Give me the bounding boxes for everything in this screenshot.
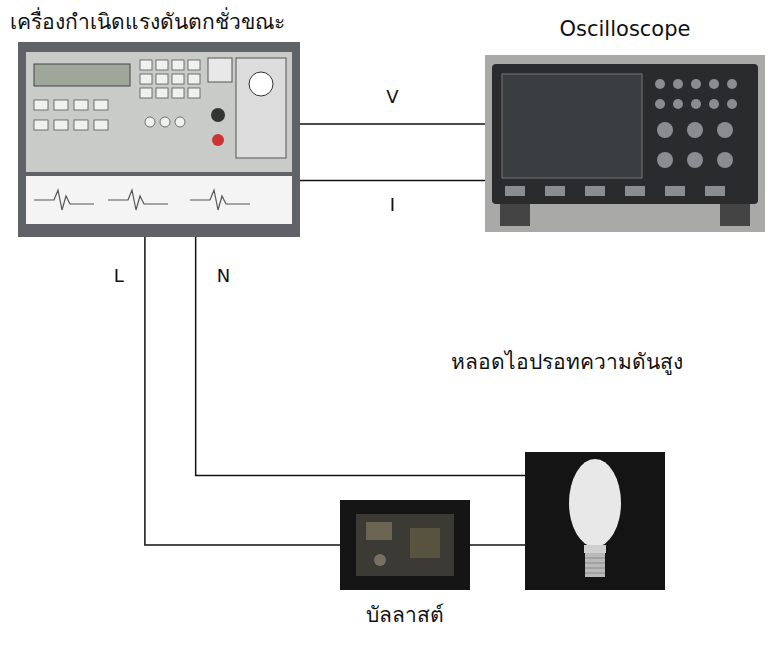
wire — [300, 180, 485, 181]
node-label: หลอดไอปรอทความดันสูง — [451, 349, 683, 376]
ballast-picture — [340, 500, 470, 590]
wire-label: N — [214, 265, 233, 287]
node-label: บัลลาสต์ — [366, 602, 444, 629]
lamp-box: หลอดไอปรอทความดันสูง — [525, 452, 665, 590]
oscilloscope-box: Oscilloscope — [485, 55, 765, 232]
node-label: Oscilloscope — [560, 16, 691, 43]
wire — [470, 545, 525, 546]
wire-label: L — [111, 265, 127, 287]
wire — [300, 123, 485, 124]
oscilloscope-picture — [485, 55, 765, 232]
generator-box: เครื่องกำเนิดแรงดันตกชั่วขณะ — [18, 42, 300, 237]
generator-picture — [18, 42, 300, 237]
wire — [145, 237, 340, 545]
lamp-picture — [525, 452, 665, 590]
node-label: เครื่องกำเนิดแรงดันตกชั่วขณะ — [10, 9, 285, 36]
wire-label: I — [387, 194, 398, 216]
wire-label: V — [383, 86, 401, 108]
ballast-box: บัลลาสต์ — [340, 500, 470, 590]
